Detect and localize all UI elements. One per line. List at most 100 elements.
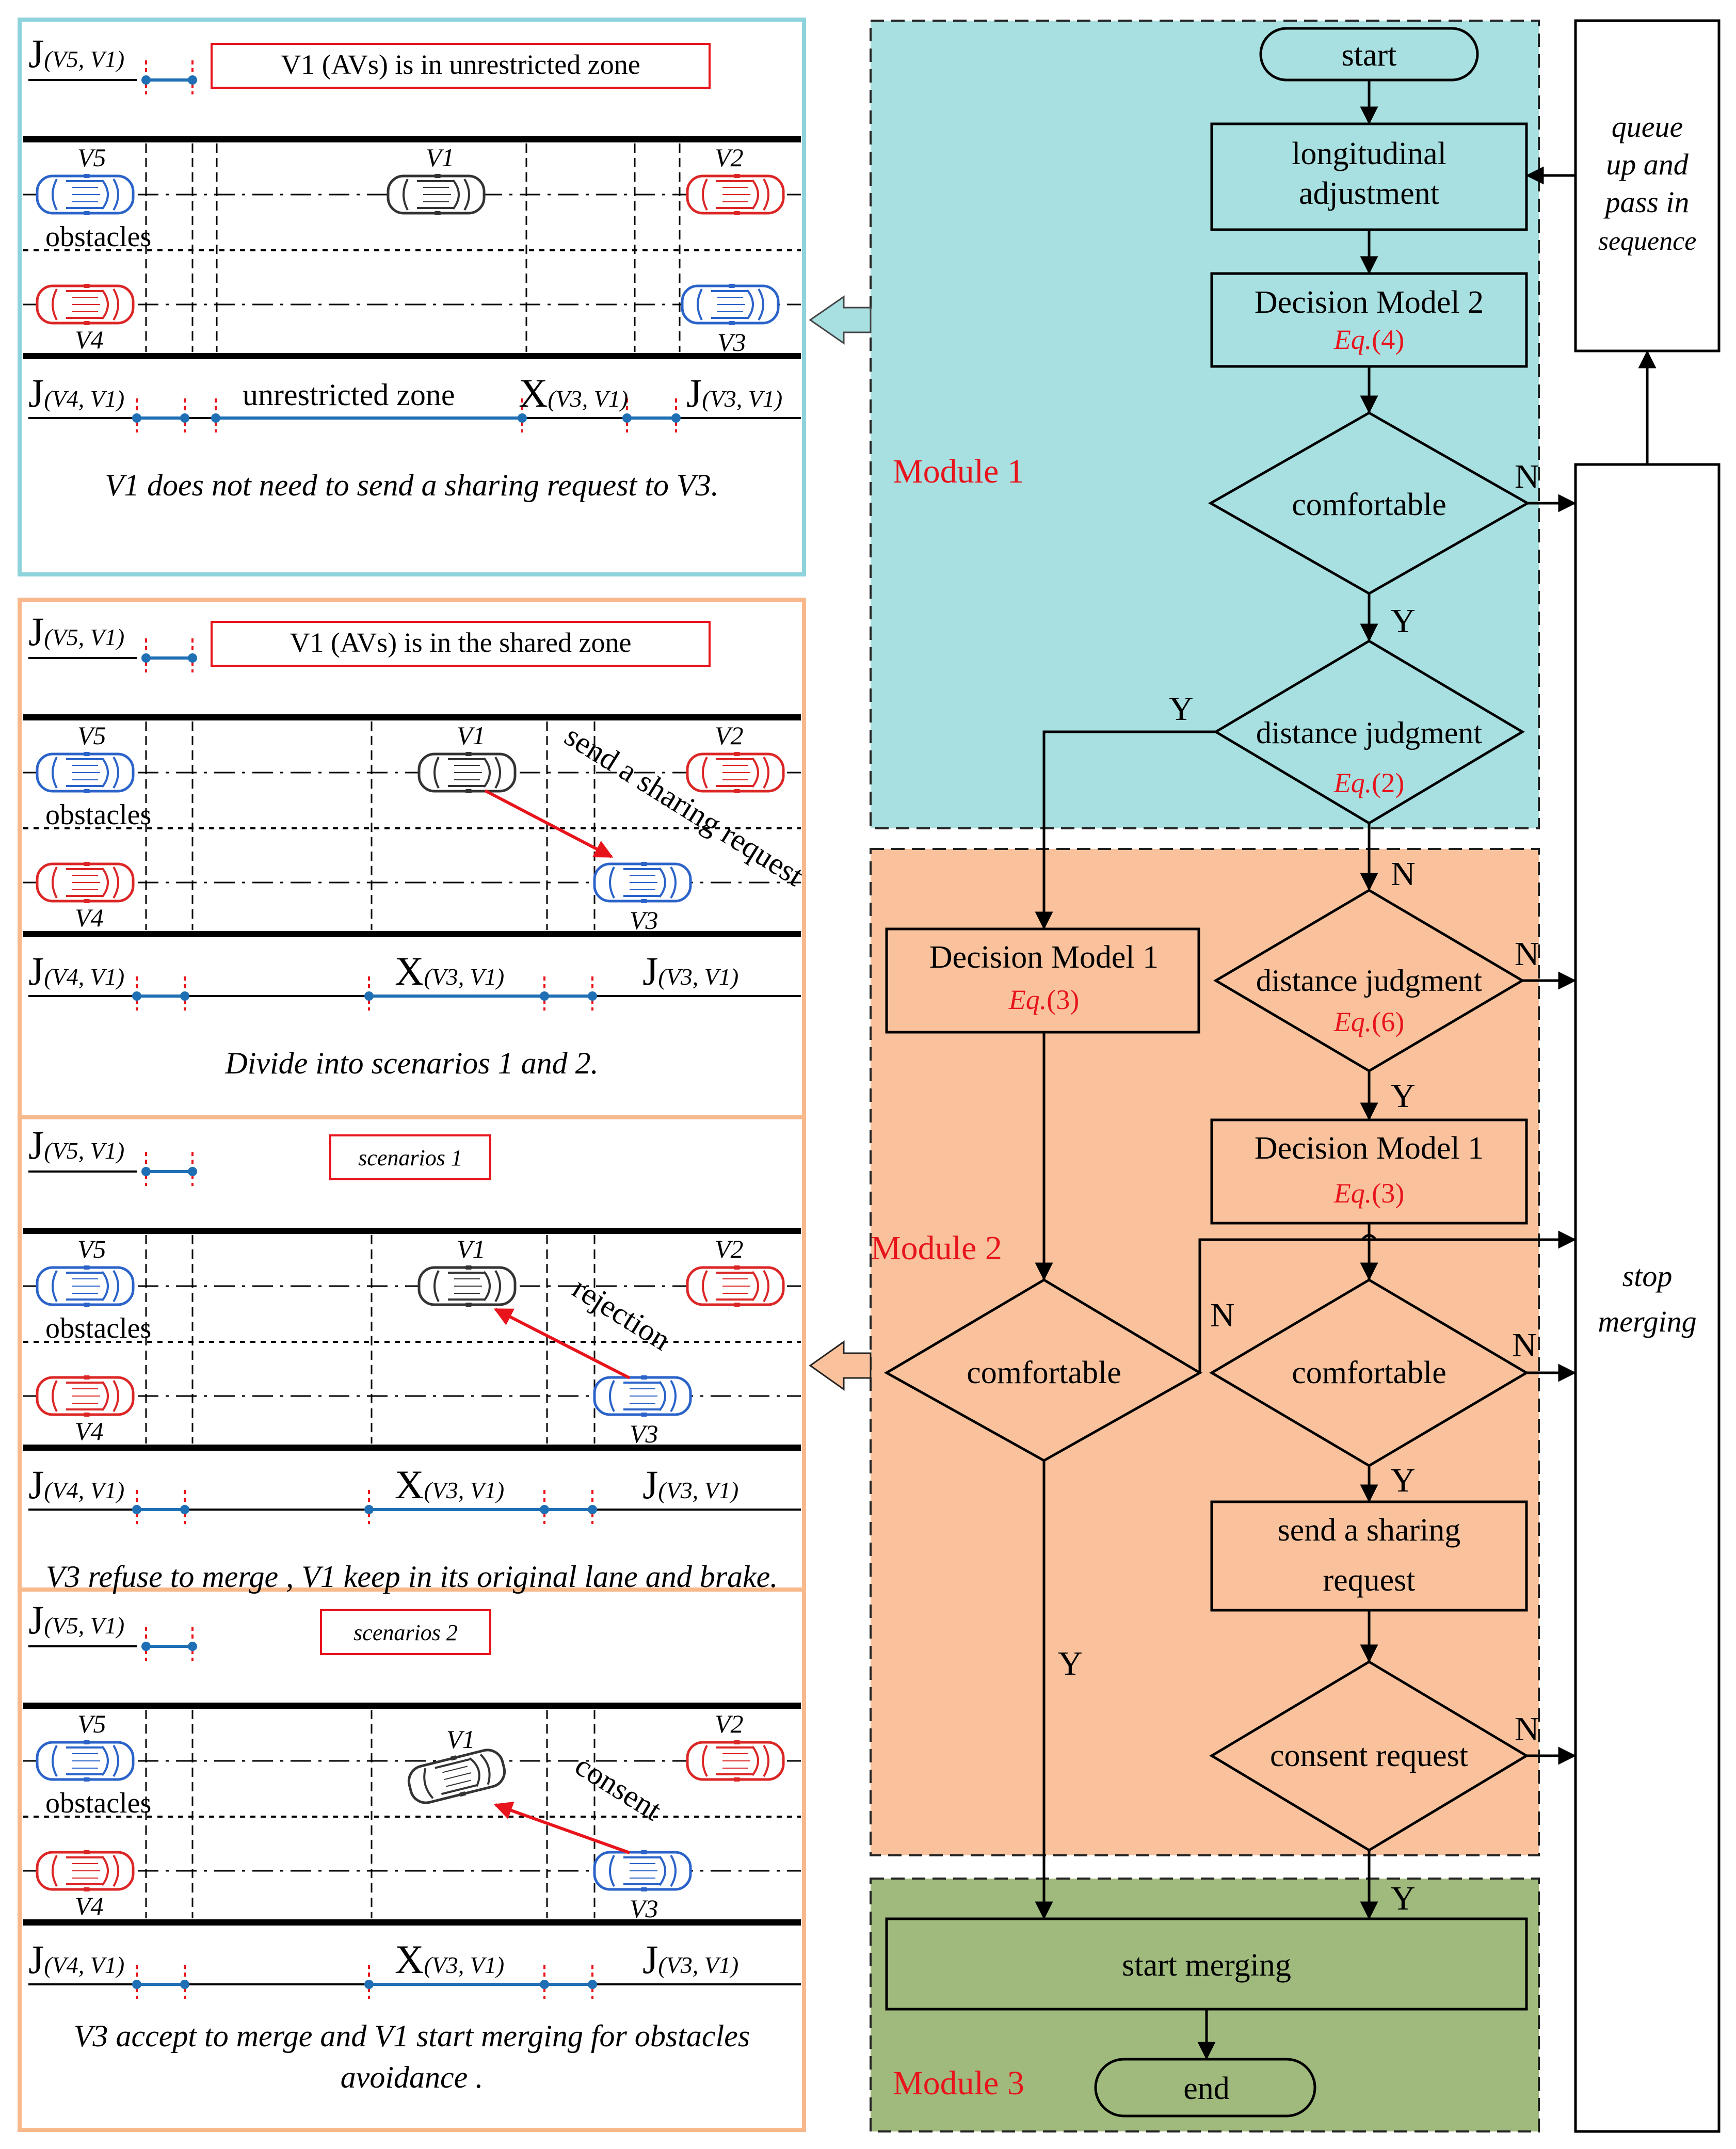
- car-v3: [682, 284, 778, 325]
- zone-dot-1: [180, 991, 189, 1001]
- x-v3-v1-label: X(V3, V1): [519, 371, 628, 415]
- car-v5: [37, 1265, 133, 1307]
- y-label-1: Y: [1391, 602, 1416, 640]
- j-v5-v1-label: J(V5, V1): [28, 1597, 124, 1642]
- j-v4-v1-label: J(V4, V1): [28, 949, 124, 993]
- car-v2: [687, 1740, 783, 1782]
- j-v5-v1-label: J(V5, V1): [28, 1122, 124, 1167]
- obstacles-label: obstacles: [45, 221, 151, 253]
- queue-text-4: sequence: [1598, 227, 1697, 256]
- zone-dot-3: [540, 1980, 549, 1989]
- zone-dot-1: [180, 1505, 189, 1514]
- dm2-text: Decision Model 2: [1255, 285, 1484, 320]
- j-v3-v1-label: J(V3, V1): [686, 371, 782, 415]
- car-v1: [419, 752, 515, 793]
- unrestricted-zone-text: unrestricted zone: [243, 378, 455, 412]
- consent-text: consent request: [1270, 1738, 1468, 1773]
- longitudinal-text-2: adjustment: [1299, 176, 1439, 211]
- module-1-block-arrow: [809, 295, 872, 345]
- car-v3: [594, 862, 690, 903]
- obstacles-label: obstacles: [45, 799, 151, 831]
- zone-dot-0: [132, 991, 141, 1001]
- stop-merging-box: [1574, 463, 1721, 2133]
- zone-dot-2: [364, 991, 374, 1001]
- dm1-left-text: Decision Model 1: [929, 940, 1159, 975]
- car-v3: [594, 1375, 690, 1417]
- longitudinal-text-1: longitudinal: [1292, 136, 1446, 171]
- zone-dot-1: [188, 75, 197, 85]
- zone-dot-4: [588, 1980, 597, 1989]
- module-2-region: [870, 848, 1540, 1856]
- y-label-6: Y: [1391, 1880, 1416, 1917]
- j-v3-v1-label: J(V3, V1): [642, 1462, 738, 1507]
- dm1-right-equation: Eq.(3): [1333, 1178, 1404, 1209]
- v5-label: V5: [77, 1234, 106, 1263]
- comfortable-left-text: comfortable: [967, 1355, 1121, 1390]
- j-v5-v1-label: J(V5, V1): [28, 609, 124, 654]
- stop-text-1: stop: [1622, 1259, 1673, 1293]
- v5-label: V5: [77, 721, 106, 750]
- scenario-label-box: [211, 43, 711, 89]
- car-v4: [37, 1850, 133, 1891]
- flow-connectors: [1035, 80, 1657, 2060]
- car-v4: [37, 862, 133, 903]
- n-label-3: N: [1515, 935, 1539, 973]
- zone-dot-1: [180, 413, 189, 423]
- v4-label: V4: [75, 903, 104, 932]
- distance-2-equation: Eq.(6): [1333, 1006, 1404, 1037]
- scenario-label-text: V1 (AVs) is in the shared zone: [290, 627, 632, 658]
- car-v1: [419, 1265, 515, 1307]
- n-label-2: N: [1391, 855, 1416, 893]
- module-1-label: Module 1: [893, 453, 1024, 490]
- zone-dot-4: [588, 991, 597, 1001]
- zone-dot-0: [141, 653, 151, 663]
- module-2-block-arrow: [809, 1340, 872, 1391]
- send-request-text-2: request: [1323, 1563, 1415, 1598]
- car-v4: [37, 284, 133, 325]
- zone-dot-2: [364, 1505, 374, 1514]
- scene-caption: Divide into scenarios 1 and 2.: [224, 1046, 598, 1080]
- scenario-label-box: [211, 621, 711, 667]
- v3-label: V3: [630, 906, 658, 935]
- y-label-4: Y: [1391, 1462, 1416, 1499]
- car-v5: [37, 752, 133, 793]
- y-label-3: Y: [1391, 1077, 1416, 1115]
- car-v1: [388, 174, 484, 215]
- scenario-label-text: V1 (AVs) is in unrestricted zone: [281, 49, 640, 80]
- scene-caption-2: avoidance .: [341, 2060, 484, 2094]
- scene-caption: V1 does not need to send a sharing reque…: [105, 468, 718, 502]
- road-scene-1: J(V5, V1)V1 (AVs) is in unrestricted zon…: [23, 31, 801, 502]
- j-v4-v1-label: J(V4, V1): [28, 1937, 124, 1982]
- obstacles-label: obstacles: [45, 1787, 151, 1819]
- x-v3-v1-label: X(V3, V1): [395, 949, 504, 993]
- zone-dot-0: [141, 1167, 151, 1176]
- queue-text-1: queue: [1612, 110, 1683, 143]
- v2-label: V2: [715, 1709, 744, 1738]
- v1-label: V1: [457, 721, 486, 750]
- rejection-arrow: [493, 1308, 631, 1380]
- crossing-hop: [1361, 1234, 1377, 1241]
- v3-label: V3: [717, 328, 746, 357]
- module-1-region: [870, 20, 1540, 829]
- scenario-label-text: scenarios 2: [353, 1620, 458, 1645]
- zone-dot-1: [180, 1980, 189, 1989]
- zone-dot-2: [364, 1980, 374, 1989]
- car-v4: [37, 1375, 133, 1417]
- zone-dot-0: [132, 1980, 141, 1989]
- consent-arrow: [493, 1801, 631, 1854]
- v3-label: V3: [630, 1419, 658, 1448]
- zone-dot-3: [540, 991, 549, 1001]
- v2-label: V2: [715, 1234, 744, 1263]
- v5-label: V5: [77, 143, 106, 172]
- y-label-5: Y: [1058, 1645, 1083, 1682]
- zone-dot-0: [141, 75, 151, 85]
- n-label-6: N: [1515, 1710, 1539, 1748]
- panel-1-frame: [18, 18, 806, 576]
- distance-1-text: distance judgment: [1256, 716, 1483, 750]
- v2-label: V2: [715, 143, 744, 172]
- v4-label: V4: [75, 325, 104, 354]
- dm2-equation: Eq.(4): [1333, 324, 1404, 355]
- zone-dot-1: [188, 1167, 197, 1176]
- zone-dot-1: [188, 653, 197, 663]
